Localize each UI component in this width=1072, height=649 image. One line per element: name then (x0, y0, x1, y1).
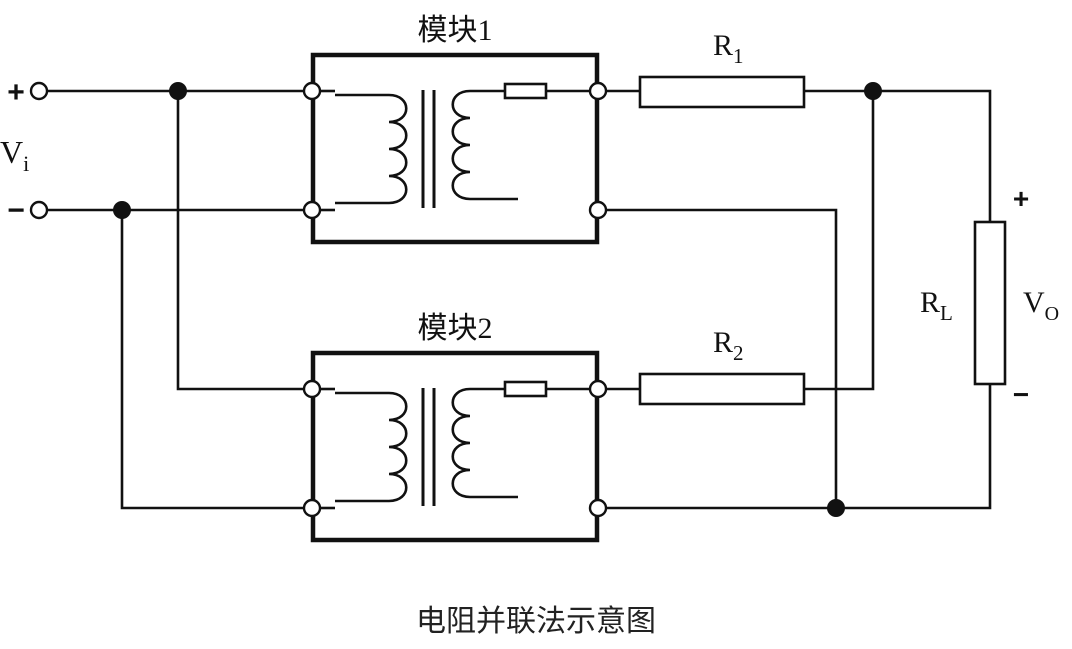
r1-label: R1 (713, 29, 744, 68)
rl-body (973, 220, 1007, 386)
rl-label: RL (920, 286, 953, 325)
r1-symbol: R (713, 29, 733, 62)
vo-symbol: V (1023, 286, 1045, 319)
resistor-r2: R2 (638, 326, 806, 406)
module-2: 模块2 (302, 312, 608, 543)
vi-subscript: i (23, 151, 29, 176)
r1-body (638, 75, 806, 109)
junction-plus-rail (169, 82, 187, 100)
m1-terminal-in-top (302, 81, 322, 101)
input-terminals: + − Vi (0, 76, 49, 227)
output-labels: + − VO (1013, 183, 1059, 410)
m1-terminal-in-bottom (302, 200, 322, 220)
r2-subscript: 2 (733, 341, 744, 365)
m1-secondary-coil (451, 89, 518, 201)
rl-symbol: R (920, 286, 940, 319)
module-2-box (310, 350, 600, 543)
junction-output-plus (864, 82, 882, 100)
output-plus-sign: + (1013, 183, 1029, 214)
r1-to-load-wire (804, 89, 992, 222)
m2-terminal-out-bottom (588, 498, 608, 518)
output-minus-sign: − (1013, 379, 1029, 410)
r2-body (638, 372, 806, 406)
input-voltage-label: Vi (0, 134, 29, 176)
module-1-box (310, 52, 600, 245)
m1-terminal-out-top (588, 81, 608, 101)
m2-terminal-in-bottom (302, 498, 322, 518)
r2-label: R2 (713, 326, 744, 365)
module-2-title: 模块2 (418, 312, 493, 345)
m2-primary-coil (335, 391, 408, 503)
m2-out-bottom-wire (607, 384, 992, 510)
input-plus-terminal (29, 81, 49, 101)
m2-fuse (503, 380, 548, 398)
diagram-caption: 电阻并联法示意图 (416, 604, 656, 639)
m1-fuse (503, 82, 548, 100)
junction-output-minus (827, 499, 845, 517)
rl-subscript: L (940, 301, 953, 325)
m2-terminal-in-top (302, 379, 322, 399)
input-minus-sign: − (7, 194, 25, 227)
r1-subscript: 1 (733, 44, 744, 68)
module-1-title: 模块1 (418, 14, 493, 47)
resistor-r1: R1 (638, 29, 806, 109)
r2-symbol: R (713, 326, 733, 359)
m2-secondary-coil (451, 387, 518, 499)
junction-minus-rail (113, 201, 131, 219)
m1-primary-coil (335, 93, 408, 205)
plus-branch-wire (176, 91, 304, 391)
minus-branch-wire (120, 210, 304, 510)
output-voltage-label: VO (1023, 286, 1059, 325)
input-minus-terminal (29, 200, 49, 220)
wires (48, 89, 992, 510)
m1-out-bottom-wire (607, 208, 838, 508)
m1-terminal-out-bottom (588, 200, 608, 220)
junctions (113, 82, 882, 517)
vi-symbol: V (0, 134, 23, 170)
vo-subscript: O (1045, 303, 1059, 325)
input-plus-sign: + (7, 76, 25, 109)
r2-to-node-wire (804, 91, 875, 391)
module-1: 模块1 (302, 14, 608, 245)
resistor-rl: RL (920, 220, 1007, 386)
m2-terminal-out-top (588, 379, 608, 399)
